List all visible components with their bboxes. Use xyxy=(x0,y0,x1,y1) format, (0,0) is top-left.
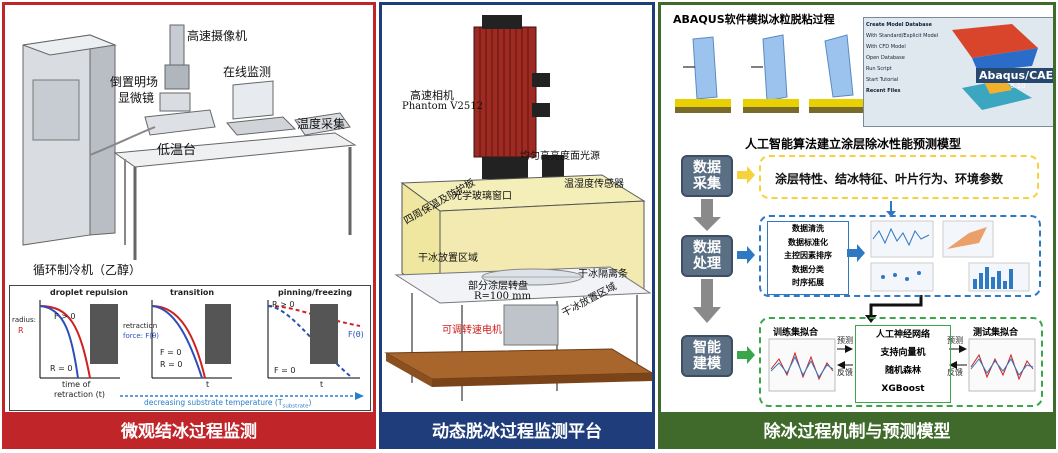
y-axis-radius: radius: xyxy=(12,316,36,324)
processing-box: 数据清洗 数据标准化 主控因素排序 数据分类 时序拓展 xyxy=(759,215,1041,297)
y-axis-force: force: F(θ) xyxy=(123,332,159,340)
graph2-title: transition xyxy=(170,288,215,297)
abaqus-splash-window: Create Model Database With Standard/Expl… xyxy=(863,17,1053,127)
y-axis-radius-r: R xyxy=(18,326,24,335)
modeling-box: 训练集拟合 测试集拟合 预测 反馈 预测 反馈 人工神经网络 支持向量机 随机森… xyxy=(759,317,1043,407)
panel-dynamic-deicing: 高速相机 Phantom V2512 均匀高亮度面光源 光学玻璃窗口 温湿度传感… xyxy=(379,2,655,449)
label-high-speed-camera: 高速摄像机 xyxy=(187,29,248,43)
x-axis-time-of: time of xyxy=(62,380,91,389)
ai-model-title: 人工智能算法建立涂层除冰性能预测模型 xyxy=(745,137,962,151)
abaqus-name: Abaqus/CAE xyxy=(976,68,1053,83)
stage-data-processing: 数据 处理 xyxy=(681,235,733,277)
label-dry-ice-isolation: 干冰隔离条 xyxy=(578,269,628,280)
stage-intelligent-modeling: 智能 建模 xyxy=(681,335,733,377)
micro-icing-apparatus-illustration xyxy=(22,24,357,260)
proc-item: 主控因素排序 xyxy=(784,251,832,260)
proc-item: 数据标准化 xyxy=(788,237,828,247)
label-temperature-acquisition: 温度采集 xyxy=(297,117,346,131)
train-fit-title: 训练集拟合 xyxy=(773,328,819,338)
abaqus-menu-item: With Standard/Explicit Model xyxy=(866,33,939,39)
processed-data-plots xyxy=(870,220,1030,292)
label-surface-light: 均匀高亮度面光源 xyxy=(520,151,600,162)
stage-data-collection: 数据 采集 xyxy=(681,155,733,197)
abaqus-menu-item: Recent Files xyxy=(866,88,901,94)
label-phantom-model: Phantom V2512 xyxy=(402,101,483,112)
retraction-graphs-box: droplet repulsion transition pinning/fre… xyxy=(9,285,371,411)
graph3-f-theta: F(θ) xyxy=(348,330,364,339)
feature-box: 涂层特性、结冰特征、叶片行为、环境参数 xyxy=(759,155,1039,199)
label-glass-window: 光学玻璃窗口 xyxy=(452,191,512,202)
temperature-arrow-label: decreasing substrate temperature (Tsubst… xyxy=(144,398,312,410)
graph1-title: droplet repulsion xyxy=(50,288,128,297)
proc-item: 数据清洗 xyxy=(792,224,824,233)
model-item: 支持向量机 xyxy=(880,348,926,358)
label-online-monitoring: 在线监测 xyxy=(223,65,272,79)
graph2-t: t xyxy=(206,380,210,389)
abaqus-menu-item: Open Database xyxy=(866,55,905,61)
abaqus-sim-illustrations xyxy=(675,34,863,113)
panel-deicing-model: ABAQUS软件模拟冰粒脱粘过程 Create Model Database W… xyxy=(658,2,1056,449)
label-adjustable-motor: 可调转速电机 xyxy=(442,325,502,336)
deicing-platform-illustration xyxy=(384,15,652,401)
label-cold-stage: 低温台 xyxy=(157,143,197,158)
abaqus-sim-title: ABAQUS软件模拟冰粒脱粘过程 xyxy=(673,13,835,26)
graph2-f-zero: F = 0 xyxy=(160,348,182,357)
graph2-r-zero: R = 0 xyxy=(160,360,183,369)
label-humidity-sensor: 温湿度传感器 xyxy=(564,179,624,190)
label-high-speed-camera: 高速相机 xyxy=(410,89,454,102)
label-inverted-microscope-2: 显微镜 xyxy=(118,91,155,105)
label-circulating-chiller: 循环制冷机（乙醇） xyxy=(33,263,142,277)
label-dry-ice-zone-1: 干冰放置区域 xyxy=(418,253,478,264)
model-item: 人工神经网络 xyxy=(875,330,930,340)
graph3-title: pinning/freezing xyxy=(278,288,353,297)
graph1-f-positive: F > 0 xyxy=(54,312,76,321)
abaqus-menu-item: Create Model Database xyxy=(866,22,932,28)
flow-arrows xyxy=(693,166,923,364)
panel-micro-icing: 高速摄像机 倒置明场 显微镜 在线监测 温度采集 低温台 循环制冷机（乙醇） xyxy=(2,2,376,449)
graph3-t: t xyxy=(320,380,324,389)
feedback-label-left: 反馈 xyxy=(837,368,853,377)
caption-deicing-model: 除冰过程机制与预测模型 xyxy=(661,412,1053,446)
x-axis-retraction: retraction (t) xyxy=(54,390,106,399)
test-fit-title: 测试集拟合 xyxy=(973,328,1019,338)
label-inverted-microscope-1: 倒置明场 xyxy=(110,75,159,89)
model-list: 人工神经网络 支持向量机 随机森林 XGBoost xyxy=(855,325,951,403)
label-disk-radius: R=100 mm xyxy=(474,291,532,302)
processing-steps: 数据清洗 数据标准化 主控因素排序 数据分类 时序拓展 xyxy=(767,221,849,295)
graph3-f-zero: F = 0 xyxy=(274,366,296,375)
y-axis-retraction: retraction xyxy=(123,322,158,330)
abaqus-3d-model-icon xyxy=(952,24,1038,110)
predict-label-left: 预测 xyxy=(837,336,853,345)
proc-item: 数据分类 xyxy=(792,264,824,274)
label-coated-disk: 部分涂层转盘 xyxy=(468,281,528,292)
feature-list: 涂层特性、结冰特征、叶片行为、环境参数 xyxy=(775,172,1004,186)
model-item: XGBoost xyxy=(881,384,925,394)
fit-plots xyxy=(768,338,1036,392)
retraction-graphs xyxy=(39,300,364,400)
proc-item: 时序拓展 xyxy=(792,278,824,287)
graph3-r-positive: R > 0 xyxy=(272,300,295,309)
graph1-r-zero: R = 0 xyxy=(50,364,73,373)
abaqus-menu-item: Run Script xyxy=(866,66,892,72)
abaqus-menu-item: Start Tutorial xyxy=(866,77,899,83)
model-item: 随机森林 xyxy=(884,366,921,376)
caption-micro-icing: 微观结冰过程监测 xyxy=(5,412,373,446)
abaqus-version: 6.10 xyxy=(1010,82,1026,90)
feedback-label-right: 反馈 xyxy=(947,368,963,377)
predict-label-right: 预测 xyxy=(947,336,963,345)
abaqus-menu-item: With CFD Model xyxy=(866,44,906,50)
caption-dynamic-deicing: 动态脱冰过程监测平台 xyxy=(382,412,652,446)
